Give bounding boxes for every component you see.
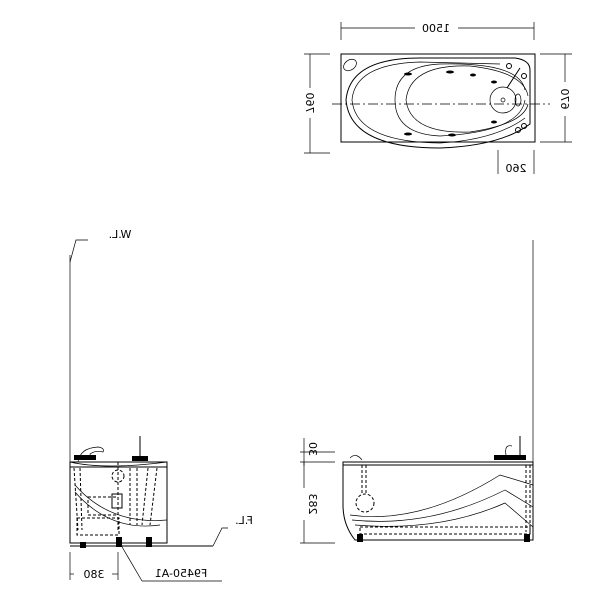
part-code: F9450-A1 (155, 567, 208, 580)
drain-circle (489, 86, 517, 114)
basin-inner (394, 63, 526, 137)
dim-width-end: 670 (558, 89, 571, 110)
dim-offset: 260 (506, 162, 527, 175)
top-view: 1500 760 670 260 (303, 22, 572, 175)
dim-width-overall: 760 (303, 93, 316, 114)
side-view: W.L. F.L. F9450-A1 380 (69, 228, 253, 582)
tub-rim (345, 57, 531, 149)
dim-drain-offset: 380 (84, 568, 105, 581)
dim-rim: 30 (306, 442, 319, 456)
pillow-icon (343, 58, 357, 72)
tub-outline-top (340, 53, 536, 143)
floor-level-label: F.L. (235, 514, 253, 527)
water-level-label: W.L. (109, 228, 132, 241)
dim-height: 283 (306, 494, 319, 515)
front-view: 30 283 (300, 240, 534, 544)
dim-length: 1500 (422, 22, 450, 35)
